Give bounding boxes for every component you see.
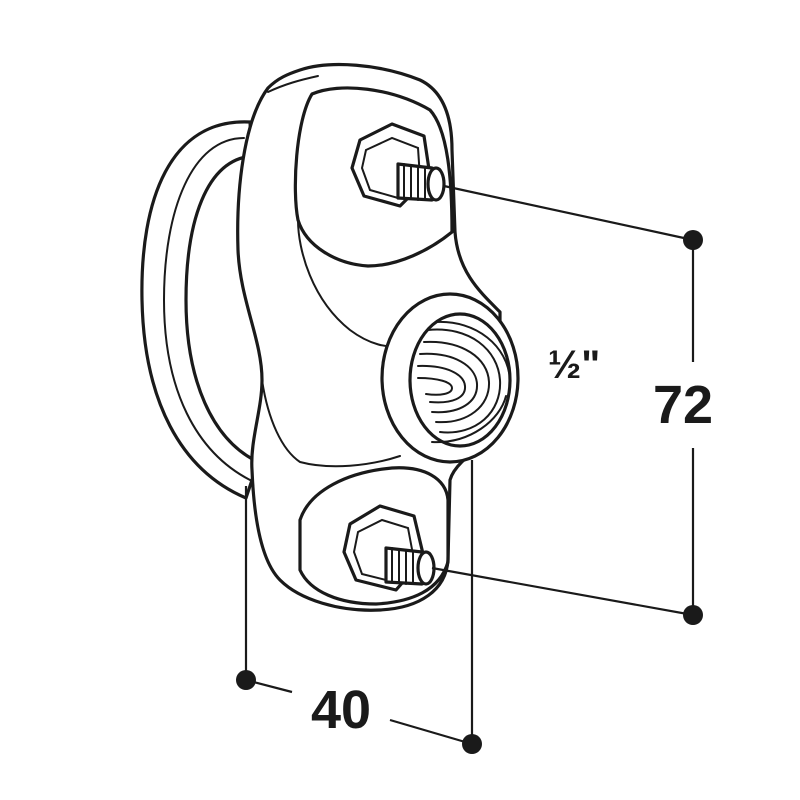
width-endpoint-left: [236, 670, 256, 690]
height-endpoint-bottom: [683, 605, 703, 625]
threaded-outlet: [380, 292, 520, 464]
height-extension-top: [443, 184, 694, 242]
height-extension-bottom: [431, 566, 694, 617]
width-dimension-label: 40: [311, 680, 371, 740]
width-dimension: 40: [236, 460, 482, 754]
width-endpoint-right: [462, 734, 482, 754]
upper-hex-nut: [350, 122, 446, 208]
internal-thread-lines: [417, 320, 511, 444]
height-dimension: 72: [431, 184, 713, 625]
height-dimension-label: 72: [653, 375, 713, 435]
thread-size-label: ½": [548, 343, 600, 387]
width-dimension-line-right: [389, 718, 473, 746]
height-endpoint-top: [683, 230, 703, 250]
